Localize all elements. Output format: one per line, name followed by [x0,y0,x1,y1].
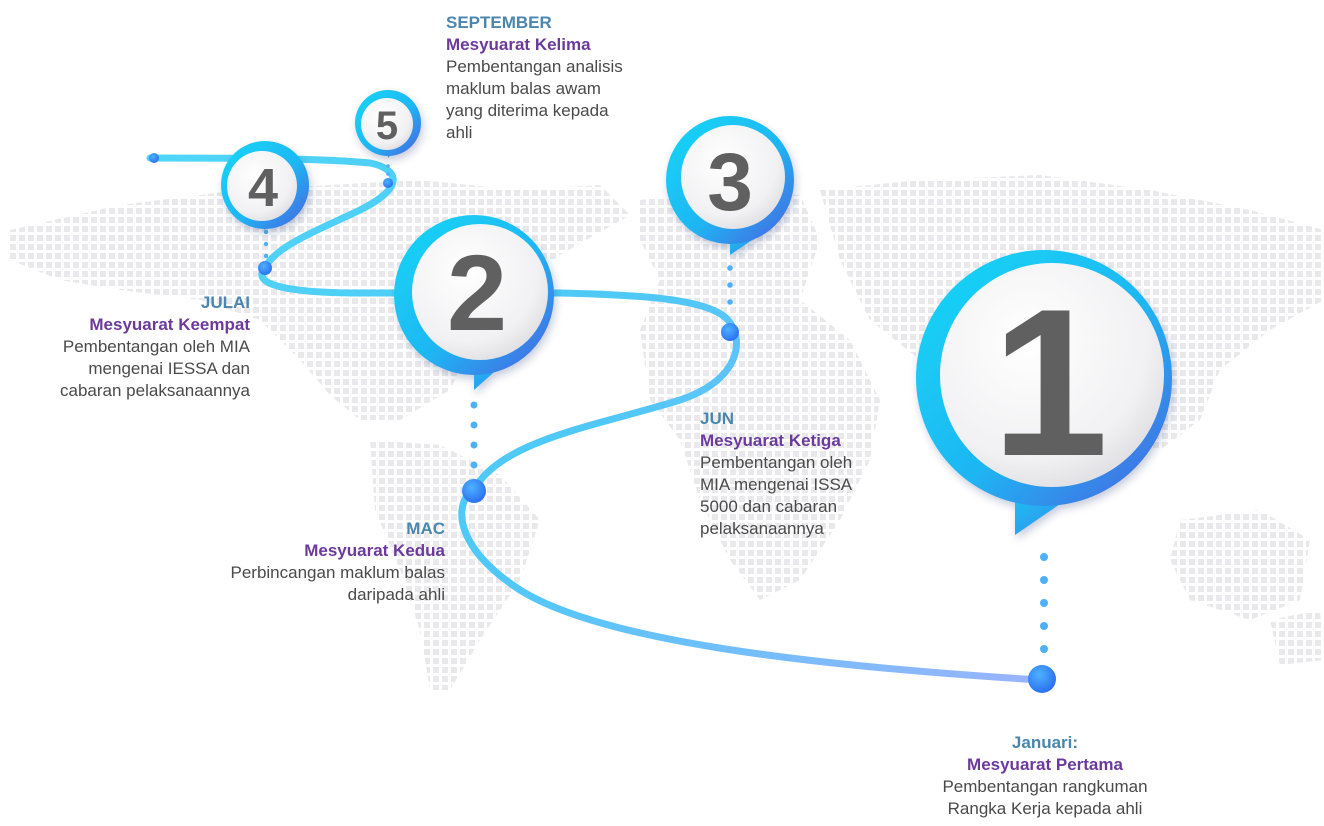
label-milestone-5: SEPTEMBER Mesyuarat Kelima Pembentangan … [446,12,686,144]
node-3 [721,323,739,341]
node-5 [383,178,393,188]
meeting-description: Perbincangan maklum balas daripada ahli [230,563,445,604]
pin-4: 4 [221,141,309,230]
pin-face [361,98,413,150]
node-1 [1028,665,1056,693]
path-nodes [149,153,1056,693]
node-2 [462,479,486,503]
pin-face [681,125,785,229]
pin-face [940,263,1164,487]
pin-number: 4 [248,158,278,218]
node-4 [258,261,272,275]
pin-number: 2 [447,232,507,353]
pin-number: 5 [376,104,398,148]
meeting-description: Pembentangan oleh MIA mengenai IESSA dan… [60,337,250,400]
map-south-america [370,440,540,690]
pin-number: 3 [707,137,753,228]
map-europe-africa [640,190,880,600]
pin-3: 3 [666,116,794,255]
meeting-description: Pembentangan rangkuman Rangka Kerja kepa… [942,777,1148,818]
connector-dots [263,164,1048,653]
month-label: Januari: [1011,733,1079,752]
pin-1: 1 [916,250,1172,535]
meeting-title: Mesyuarat Ketiga [700,431,841,450]
meeting-title: Mesyuarat Pertama [967,755,1123,774]
map-australia [1170,510,1310,620]
label-milestone-2: MAC Mesyuarat Kedua Perbincangan maklum … [140,518,445,606]
node-start [149,153,159,163]
meeting-description: Pembentangan analisis maklum balas awam … [446,57,623,142]
meeting-description: Pembentangan oleh MIA mengenai ISSA 5000… [700,453,853,538]
pin-face [227,151,297,221]
meeting-title: Mesyuarat Kedua [304,541,445,560]
label-milestone-3: JUN Mesyuarat Ketiga Pembentangan oleh M… [700,408,920,540]
meeting-title: Mesyuarat Kelima [446,35,591,54]
label-milestone-4: JULAI Mesyuarat Keempat Pembentangan ole… [0,292,250,402]
month-label: MAC [406,519,445,538]
month-label: JUN [700,409,735,428]
month-label: SEPTEMBER [446,13,552,32]
pin-5: 5 [355,90,421,158]
map-islands [1270,610,1324,665]
pin-face [412,224,548,360]
label-milestone-1: Januari: Mesyuarat Pertama Pembentangan … [900,732,1190,820]
month-label: JULAI [200,293,250,312]
meeting-title: Mesyuarat Keempat [89,315,250,334]
pin-2: 2 [394,215,554,390]
pin-number: 1 [992,265,1109,500]
